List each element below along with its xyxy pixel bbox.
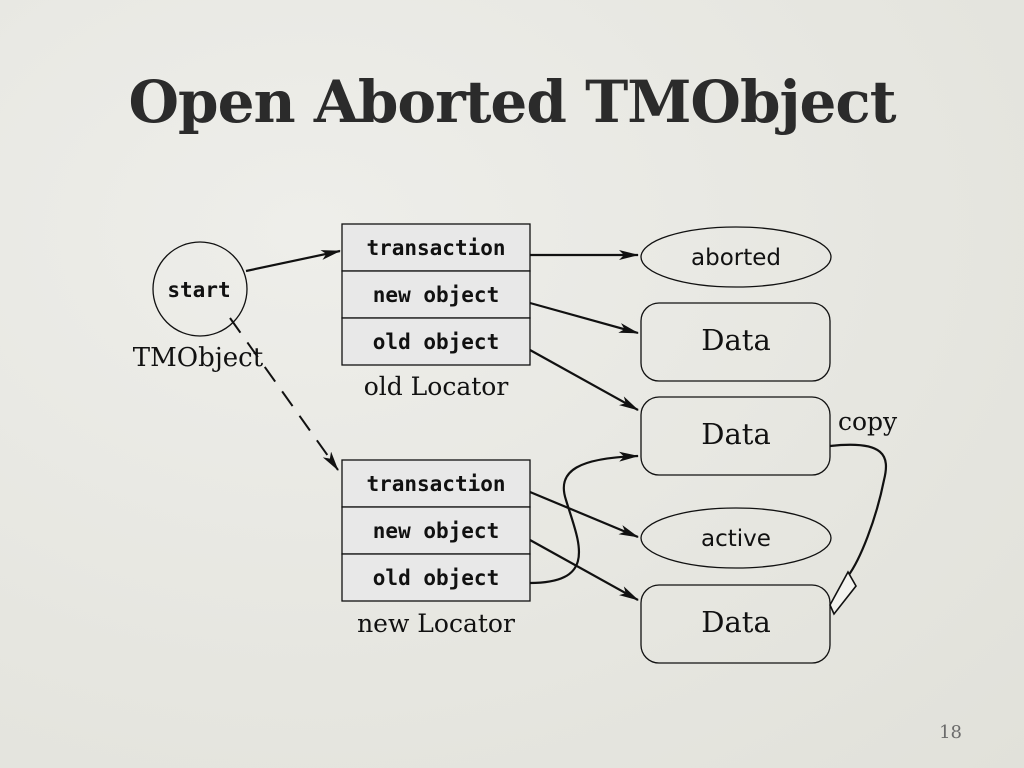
status-aborted-ellipse [640, 226, 832, 288]
data-box-2 [640, 396, 831, 476]
arrow-new-new-object-to-data-3 [529, 539, 639, 601]
new-locator-old-object-label: old object [373, 566, 499, 590]
arrow-new-transaction-to-active [529, 490, 639, 539]
new-locator: transaction new object old object new Lo… [341, 459, 531, 638]
arrow-start-to-old-locator [245, 249, 341, 273]
old-locator-caption: old Locator [364, 372, 509, 401]
slide-title: Open Aborted TMObject [128, 68, 896, 136]
data-box-3-label: Data [701, 605, 770, 639]
data-box-3 [640, 584, 831, 664]
new-locator-caption: new Locator [357, 609, 515, 638]
arrow-start-to-new-locator-dashed [229, 317, 339, 471]
status-active-ellipse [640, 507, 832, 569]
old-locator-new-object-label: new object [373, 283, 499, 307]
tmobject-start-label: start [167, 278, 230, 302]
copy-curve [829, 443, 888, 577]
status-active-label: active [701, 526, 771, 552]
new-locator-transaction-label: transaction [366, 472, 505, 496]
old-locator-transaction-label: transaction [366, 236, 505, 260]
copy-label: copy [838, 407, 898, 436]
old-locator-new-object-cell [341, 270, 531, 319]
status-aborted-label: aborted [691, 245, 781, 271]
data-box-1 [640, 302, 831, 382]
data-box-1-label: Data [701, 323, 770, 357]
arrow-old-old-object-to-data-2 [529, 349, 639, 411]
page-number: 18 [939, 722, 962, 743]
tmobject-caption: TMObject [133, 343, 264, 373]
arrow-old-new-object-to-data-1 [529, 301, 639, 335]
copy-arrowhead [829, 570, 857, 616]
new-locator-old-object-cell [341, 553, 531, 602]
old-locator: transaction new object old object old Lo… [341, 223, 531, 401]
old-locator-old-object-cell [341, 317, 531, 366]
new-locator-new-object-cell [341, 506, 531, 555]
old-locator-transaction-cell [341, 223, 531, 272]
tmobject-circle [152, 241, 248, 337]
arrow-new-old-object-to-data-2 [529, 451, 639, 585]
new-locator-new-object-label: new object [373, 519, 499, 543]
data-box-2-label: Data [701, 417, 770, 451]
old-locator-old-object-label: old object [373, 330, 499, 354]
